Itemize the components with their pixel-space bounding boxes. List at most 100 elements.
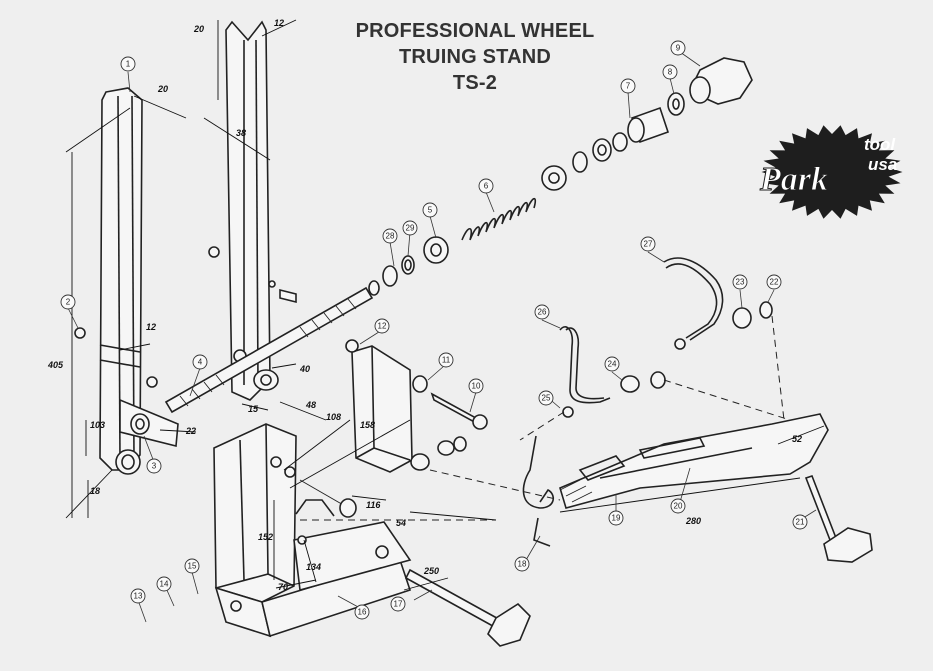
- part-callout-number: 7: [626, 82, 631, 91]
- part-callout-number: 10: [472, 382, 481, 391]
- part-callout-circle: [732, 274, 748, 290]
- part-callout-circle: [766, 274, 782, 290]
- part-callout-circle: [402, 220, 418, 236]
- part-callout: 28: [382, 228, 398, 244]
- part-callout-number: 11: [442, 356, 451, 365]
- part-callout: 3: [146, 458, 162, 474]
- part-callout: 1: [120, 56, 136, 72]
- part-callout-number: 6: [484, 182, 489, 191]
- part-callout: 23: [732, 274, 748, 290]
- part-callout: 2: [60, 294, 76, 310]
- title-line-3: TS-2: [452, 72, 498, 94]
- diagram-title: PROFESSIONAL WHEEL TRUING STAND TS-2: [300, 18, 650, 96]
- part-callout-number: 18: [518, 560, 527, 569]
- upright-arm-left: [74, 87, 179, 475]
- part-callout: 19: [608, 510, 624, 526]
- part-callout: 5: [422, 202, 438, 218]
- dimension-label: 103: [90, 420, 105, 430]
- part-callout-number: 22: [770, 278, 779, 287]
- dimension-label: 20: [193, 24, 204, 34]
- main-upright: [208, 20, 297, 401]
- part-callout: 21: [792, 514, 808, 530]
- part-callout: 27: [640, 236, 656, 252]
- part-callout-number: 3: [152, 462, 157, 471]
- callout-leaders: [67, 51, 817, 623]
- part-callout: 17: [390, 596, 406, 612]
- dimension-lines: [65, 19, 825, 591]
- part-callout-circle: [120, 56, 136, 72]
- logo-sub-text-1: tool: [864, 135, 896, 154]
- part-callout-number: 1: [126, 60, 131, 69]
- part-callout-number: 12: [378, 322, 387, 331]
- part-callout-circle: [608, 510, 624, 526]
- dimension-label: 158: [360, 420, 375, 430]
- part-callout-circle: [670, 498, 686, 514]
- logo-sub-text-2: usa: [868, 155, 897, 174]
- dimension-label: 15: [248, 404, 259, 414]
- part-callout-circle: [662, 64, 678, 80]
- part-callout-circle: [354, 604, 370, 620]
- part-callout-circle: [146, 458, 162, 474]
- part-callout-number: 5: [428, 206, 433, 215]
- part-callout-number: 4: [198, 358, 203, 367]
- part-callout-circle: [670, 40, 686, 56]
- foot-bolt: [404, 568, 531, 647]
- title-line-2: TRUING STAND: [398, 46, 552, 68]
- dimension-label: 54: [396, 518, 406, 528]
- park-tool-logo: Park tool usa: [759, 125, 903, 219]
- dimension-label: 405: [47, 360, 64, 370]
- part-callout: 11: [438, 352, 454, 368]
- part-callout-circle: [192, 354, 208, 370]
- part-callout-circle: [374, 318, 390, 334]
- dimension-label: 52: [792, 434, 802, 444]
- part-callout: 4: [192, 354, 208, 370]
- part-callout: 18: [514, 556, 530, 572]
- part-callout-number: 29: [406, 224, 415, 233]
- part-callout-number: 25: [542, 394, 551, 403]
- dimension-label: 20: [157, 84, 168, 94]
- part-callout-circle: [382, 228, 398, 244]
- adjuster-knob: [804, 474, 873, 563]
- part-callout: 7: [620, 78, 636, 94]
- part-callout: 24: [604, 356, 620, 372]
- base-frame: [213, 423, 467, 638]
- part-callout-circle: [538, 390, 554, 406]
- part-callout-number: 21: [796, 518, 805, 527]
- assembly-lines: [300, 315, 791, 521]
- part-callout-circle: [468, 378, 484, 394]
- part-callout: 22: [766, 274, 782, 290]
- part-callout-number: 17: [394, 600, 403, 609]
- part-callout: 20: [670, 498, 686, 514]
- part-callout-circle: [620, 78, 636, 94]
- part-callout-number: 19: [612, 514, 621, 523]
- part-callout-number: 27: [644, 240, 653, 249]
- part-callout-number: 16: [358, 608, 367, 617]
- part-callout: 29: [402, 220, 418, 236]
- part-callout: 26: [534, 304, 550, 320]
- part-callout-circle: [640, 236, 656, 252]
- threaded-rod: [164, 280, 380, 414]
- part-callout-number: 26: [538, 308, 547, 317]
- dimension-label: 70: [278, 582, 288, 592]
- part-callout-number: 15: [188, 562, 197, 571]
- dimension-label: 12: [274, 18, 284, 28]
- dimension-label: 18: [90, 486, 100, 496]
- part-callout-circle: [478, 178, 494, 194]
- part-callout-circle: [604, 356, 620, 372]
- logo-brand-text: Park: [759, 161, 828, 198]
- dimension-label: 280: [685, 516, 701, 526]
- part-callout-number: 14: [160, 580, 169, 589]
- part-callout-circle: [60, 294, 76, 310]
- part-callout: 16: [354, 604, 370, 620]
- logo-starburst: [761, 125, 903, 219]
- part-callout: 10: [468, 378, 484, 394]
- part-callout: 12: [374, 318, 390, 334]
- title-line-1: PROFESSIONAL WHEEL: [355, 20, 595, 42]
- part-callout-circle: [534, 304, 550, 320]
- part-callout-circle: [514, 556, 530, 572]
- part-callout: 6: [478, 178, 494, 194]
- bridge-bracket: [345, 339, 488, 473]
- part-callout-circle: [792, 514, 808, 530]
